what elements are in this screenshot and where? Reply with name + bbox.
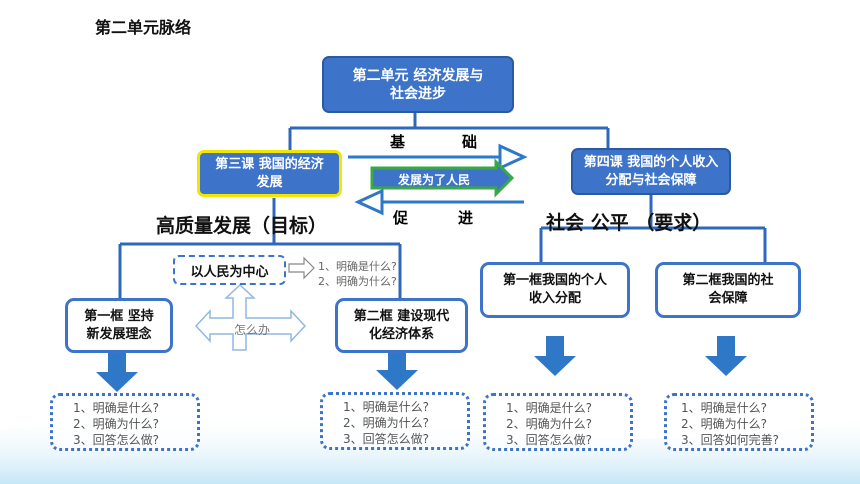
center-outline-arrow: [288, 256, 315, 280]
green-arrow-label: 发展为了人民: [398, 173, 471, 187]
questions-box-2: 1、明确是什么? 2、明确为什么? 3、回答怎么做?: [320, 392, 470, 450]
promote-label-2: 进: [458, 209, 474, 227]
question-item: 3、回答怎么做?: [343, 432, 430, 446]
goal-left-label: 高质量发展（目标）: [156, 215, 328, 237]
questions-box-4: 1、明确是什么? 2、明确为什么? 3、回答如何完善?: [664, 393, 814, 451]
question-item: 2、明确为什么?: [506, 417, 593, 431]
question-item: 3、回答怎么做?: [73, 433, 160, 447]
foundation-arrow: [348, 143, 528, 171]
question-item: 1、明确是什么?: [506, 401, 593, 415]
promote-label-1: 促: [393, 209, 409, 227]
question-item: 2、明确为什么?: [681, 417, 768, 431]
frame-3-node: 第一框我国的个人收入分配: [480, 262, 630, 318]
foundation-label-2: 础: [462, 133, 478, 151]
promote-arrow: [354, 188, 524, 216]
center-node: 以人民为中心: [173, 255, 286, 285]
root-node: 第二单元 经济发展与社会进步: [322, 56, 514, 113]
question-item: 1、明确是什么?: [681, 401, 768, 415]
questions-box-1: 1、明确是什么? 2、明确为什么? 3、回答怎么做?: [50, 393, 200, 451]
green-arrow: [370, 158, 515, 198]
frame-4-node: 第二框我国的社会保障: [655, 262, 801, 318]
question-item: 1、明确是什么?: [343, 400, 430, 414]
question-item: 3、回答如何完善?: [681, 433, 780, 447]
question-item: 2、明确为什么?: [73, 417, 160, 431]
center-question-1: 1、明确是什么?: [318, 260, 397, 273]
question-item: 1、明确是什么?: [73, 401, 160, 415]
lesson-3-node: 第三课 我国的经济发展: [197, 150, 342, 197]
lesson-4-node: 第四课 我国的个人收入分配与社会保障: [571, 148, 731, 195]
howto-outline-arrow: [194, 283, 307, 351]
foundation-label-1: 基: [390, 133, 406, 151]
page-title: 第二单元脉络: [95, 18, 192, 37]
question-item: 3、回答怎么做?: [506, 433, 593, 447]
down-arrows: [96, 336, 747, 392]
question-item: 2、明确为什么?: [343, 416, 430, 430]
center-question-2: 2、明确为什么?: [318, 275, 397, 288]
questions-box-3: 1、明确是什么? 2、明确为什么? 3、回答怎么做?: [483, 393, 633, 451]
frame-2-node: 第二框 建设现代化经济体系: [335, 298, 468, 353]
goal-right-label: 社会 公平 （要求）: [546, 212, 712, 234]
frame-1-node: 第一框 坚持新发展理念: [65, 298, 173, 353]
howto-label: 怎么办: [234, 323, 271, 337]
